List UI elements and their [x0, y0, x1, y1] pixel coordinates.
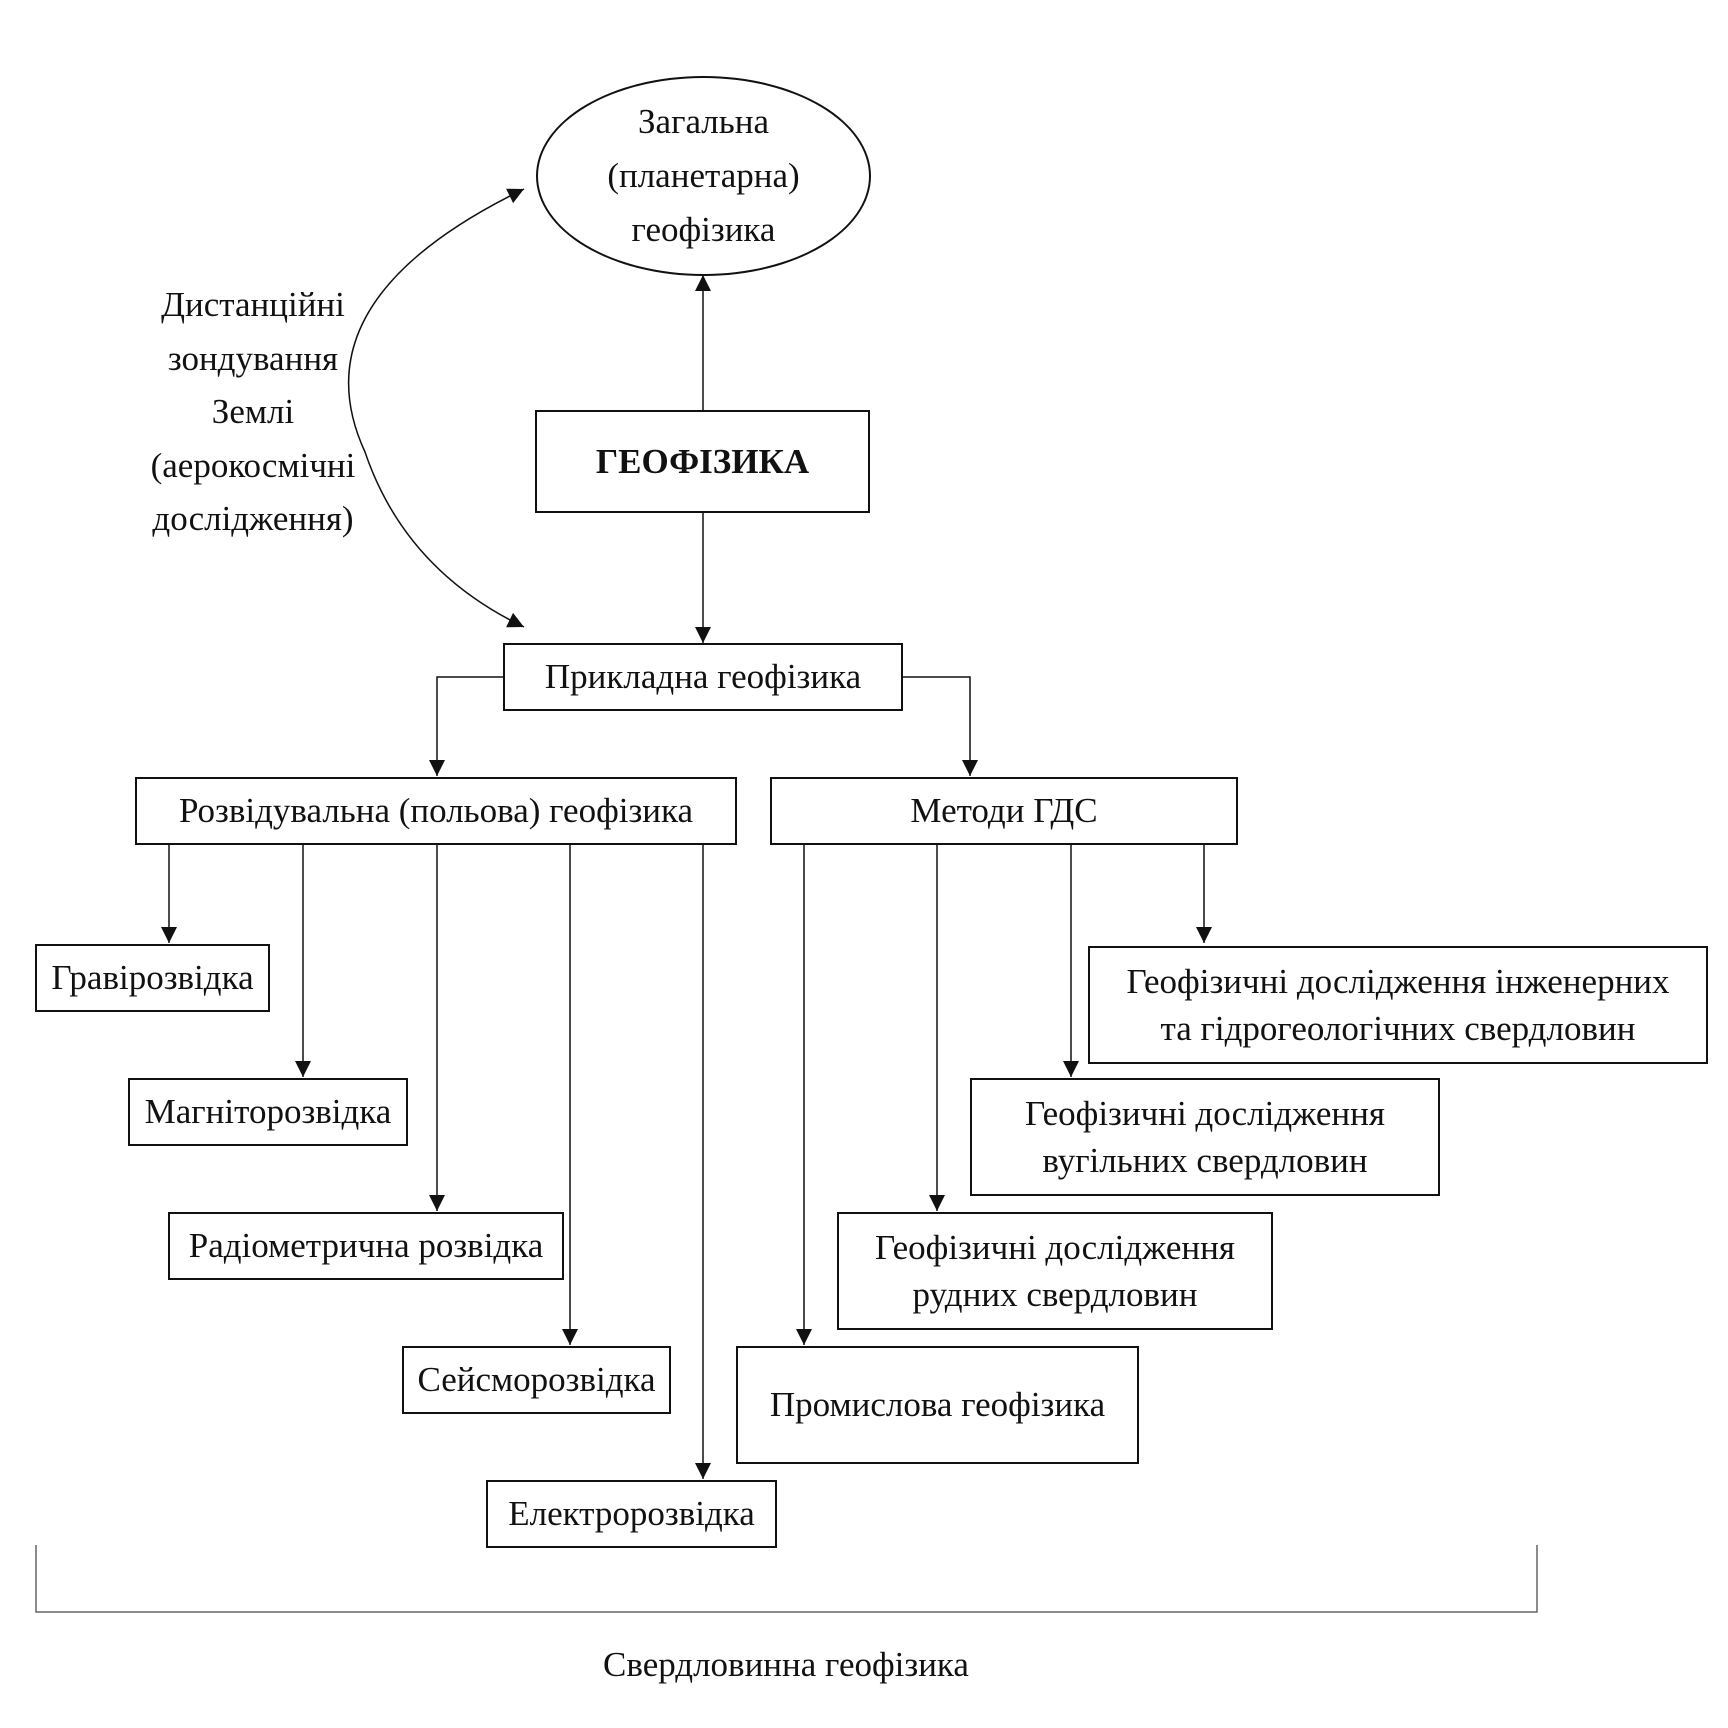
node-ore-wells-label: Геофізичні дослідження рудних свердловин: [875, 1227, 1235, 1314]
node-gravity: Гравірозвідка: [35, 944, 270, 1012]
node-exploration-geophysics: Розвідувальна (польова) геофізика: [135, 777, 737, 845]
node-seismic: Сейсморозвідка: [402, 1346, 671, 1414]
node-electric-label: Електророзвідка: [508, 1494, 755, 1534]
node-general-geophysics: Загальна (планетарна) геофізика: [536, 76, 871, 276]
borehole-bracket: [35, 1545, 1538, 1613]
node-ore-wells: Геофізичні дослідження рудних свердловин: [837, 1212, 1273, 1330]
node-magnetic: Магніторозвідка: [128, 1078, 408, 1146]
node-coal-wells-label: Геофізичні дослідження вугільних свердло…: [1025, 1093, 1385, 1180]
node-well-logging-methods-label: Методи ГДС: [910, 791, 1098, 831]
arrow-to-well-logging: [903, 676, 978, 776]
node-magnetic-label: Магніторозвідка: [144, 1092, 392, 1132]
node-well-logging-methods: Методи ГДС: [770, 777, 1238, 845]
node-engineering-wells: Геофізичні дослідження інженерних та гід…: [1088, 946, 1708, 1064]
node-coal-wells: Геофізичні дослідження вугільних свердло…: [970, 1078, 1440, 1196]
node-engineering-wells-label: Геофізичні дослідження інженерних та гід…: [1126, 961, 1670, 1048]
label-borehole-geophysics: Свердловинна геофізика: [603, 1645, 969, 1684]
node-industrial-geophysics: Промислова геофізика: [736, 1346, 1139, 1464]
node-gravity-label: Гравірозвідка: [51, 958, 254, 998]
node-radiometric: Радіометрична розвідка: [168, 1212, 564, 1280]
arrow-to-exploration: [429, 676, 503, 776]
node-industrial-geophysics-label: Промислова геофізика: [769, 1385, 1106, 1425]
label-remote-sensing: Дистанційні зондування Землі (аерокосміч…: [150, 285, 356, 539]
remote-sensing-arc: [347, 188, 525, 628]
node-exploration-geophysics-label: Розвідувальна (польова) геофізика: [178, 791, 694, 831]
node-general-geophysics-label: Загальна (планетарна) геофізика: [607, 101, 800, 250]
node-geophysics-label: ГЕОФІЗИКА: [595, 441, 810, 481]
node-applied-geophysics: Прикладна геофізика: [503, 643, 903, 711]
node-radiometric-label: Радіометрична розвідка: [188, 1226, 544, 1266]
node-electric: Електророзвідка: [486, 1480, 777, 1548]
node-seismic-label: Сейсморозвідка: [417, 1360, 656, 1400]
node-geophysics: ГЕОФІЗИКА: [535, 410, 870, 513]
node-applied-geophysics-label: Прикладна геофізика: [544, 657, 862, 697]
